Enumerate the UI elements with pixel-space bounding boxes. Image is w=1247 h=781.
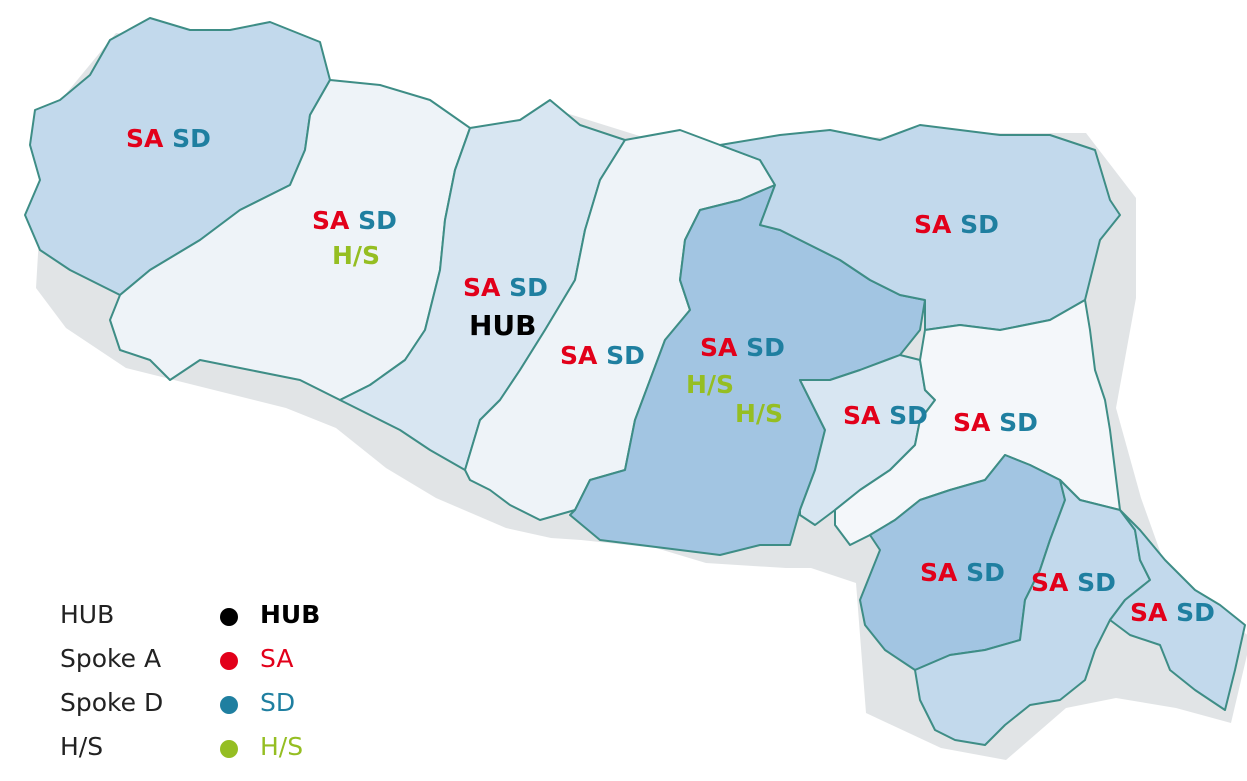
- region-5-hs-label-1: H/S: [686, 370, 735, 399]
- legend-item-hub: HUB HUB: [60, 600, 360, 644]
- region-10-labels: SA SD: [1031, 570, 1116, 595]
- region-11-labels: SA SD: [1130, 600, 1215, 625]
- legend-item-spoke-d: Spoke D SD: [60, 688, 360, 732]
- sa-label: SA: [700, 333, 738, 362]
- sa-label: SA: [312, 206, 350, 235]
- legend-label: HUB: [60, 600, 115, 629]
- legend-code: H/S: [260, 732, 304, 761]
- sa-label: SA: [463, 273, 501, 302]
- sa-label: SA: [914, 210, 952, 239]
- region-3-labels: SA SD: [463, 275, 548, 300]
- legend-item-spoke-a: Spoke A SA: [60, 644, 360, 688]
- legend-label: H/S: [60, 732, 104, 761]
- sd-label: SD: [509, 273, 548, 302]
- legend-code: SA: [260, 644, 294, 673]
- region-8-labels: SA SD: [953, 410, 1038, 435]
- sa-label: SA: [1130, 598, 1168, 627]
- legend-dot-icon: [220, 740, 238, 758]
- sa-label: SA: [920, 558, 958, 587]
- legend: HUB HUB Spoke A SA Spoke D SD H/S H/S: [60, 600, 360, 776]
- sa-label: SA: [953, 408, 991, 437]
- sd-label: SD: [1077, 568, 1116, 597]
- sa-label: SA: [1031, 568, 1069, 597]
- sd-label: SD: [746, 333, 785, 362]
- sd-label: SD: [1176, 598, 1215, 627]
- region-5-labels: SA SD: [700, 335, 785, 360]
- region-2-labels: SA SD: [312, 208, 397, 233]
- region-2-hs-label: H/S: [332, 241, 381, 270]
- hub-label: HUB: [469, 309, 537, 342]
- region-7-labels: SA SD: [843, 403, 928, 428]
- legend-code: SD: [260, 688, 296, 717]
- sd-label: SD: [358, 206, 397, 235]
- sd-label: SD: [606, 341, 645, 370]
- region-9-labels: SA SD: [920, 560, 1005, 585]
- region-6-labels: SA SD: [914, 212, 999, 237]
- legend-dot-icon: [220, 652, 238, 670]
- region-1-labels: SA SD: [126, 126, 211, 151]
- legend-label: Spoke A: [60, 644, 162, 673]
- legend-dot-icon: [220, 696, 238, 714]
- region-11-shape[interactable]: [1109, 509, 1246, 711]
- sd-label: SD: [960, 210, 999, 239]
- region-5-hs-label-2: H/S: [735, 399, 784, 428]
- sa-label: SA: [843, 401, 881, 430]
- sd-label: SD: [172, 124, 211, 153]
- sa-label: SA: [126, 124, 164, 153]
- legend-item-hs: H/S H/S: [60, 732, 360, 776]
- legend-label: Spoke D: [60, 688, 164, 717]
- legend-dot-icon: [220, 608, 238, 626]
- region-4-labels: SA SD: [560, 343, 645, 368]
- legend-code: HUB: [260, 600, 321, 629]
- sd-label: SD: [966, 558, 1005, 587]
- sa-label: SA: [560, 341, 598, 370]
- sd-label: SD: [999, 408, 1038, 437]
- sd-label: SD: [889, 401, 928, 430]
